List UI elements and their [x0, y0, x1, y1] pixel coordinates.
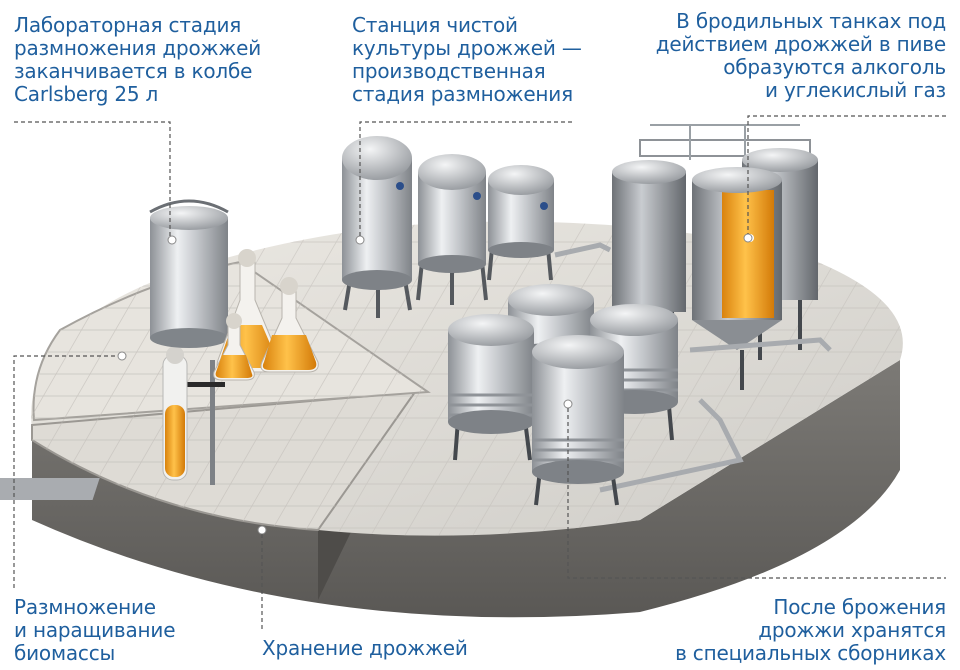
flask-right [260, 277, 319, 373]
label-yeast-storage: Хранение дрожжей [262, 636, 468, 660]
fermentation-pipes [599, 337, 832, 493]
fermentation-tank-left [612, 160, 686, 371]
platform-wall [32, 360, 900, 618]
collector-front-left [448, 314, 534, 461]
culture-pipes [554, 242, 612, 258]
label-lab-flask: Лабораторная стадия размножения дрожжей … [14, 13, 262, 106]
culture-tank-3 [487, 165, 554, 281]
lab-stand [0, 346, 225, 500]
flask-small [213, 313, 255, 381]
label-collectors: После брожения дрожжи хранятся в специал… [675, 595, 946, 665]
fermentation-platform [639, 124, 811, 160]
lab-vessel [149, 199, 229, 348]
fermentation-tank-cutaway [692, 167, 782, 390]
label-fermentation-tanks: В бродильных танках под действием дрожже… [655, 9, 946, 102]
label-biomass: Размножение и наращивание биомассы [14, 595, 176, 665]
culture-tank-1 [342, 136, 412, 318]
leader-lines [13, 115, 946, 632]
collector-front-center [532, 335, 624, 506]
label-culture-station: Станция чистой культуры дрожжей — произв… [352, 13, 582, 106]
culture-tank-2 [416, 154, 488, 305]
